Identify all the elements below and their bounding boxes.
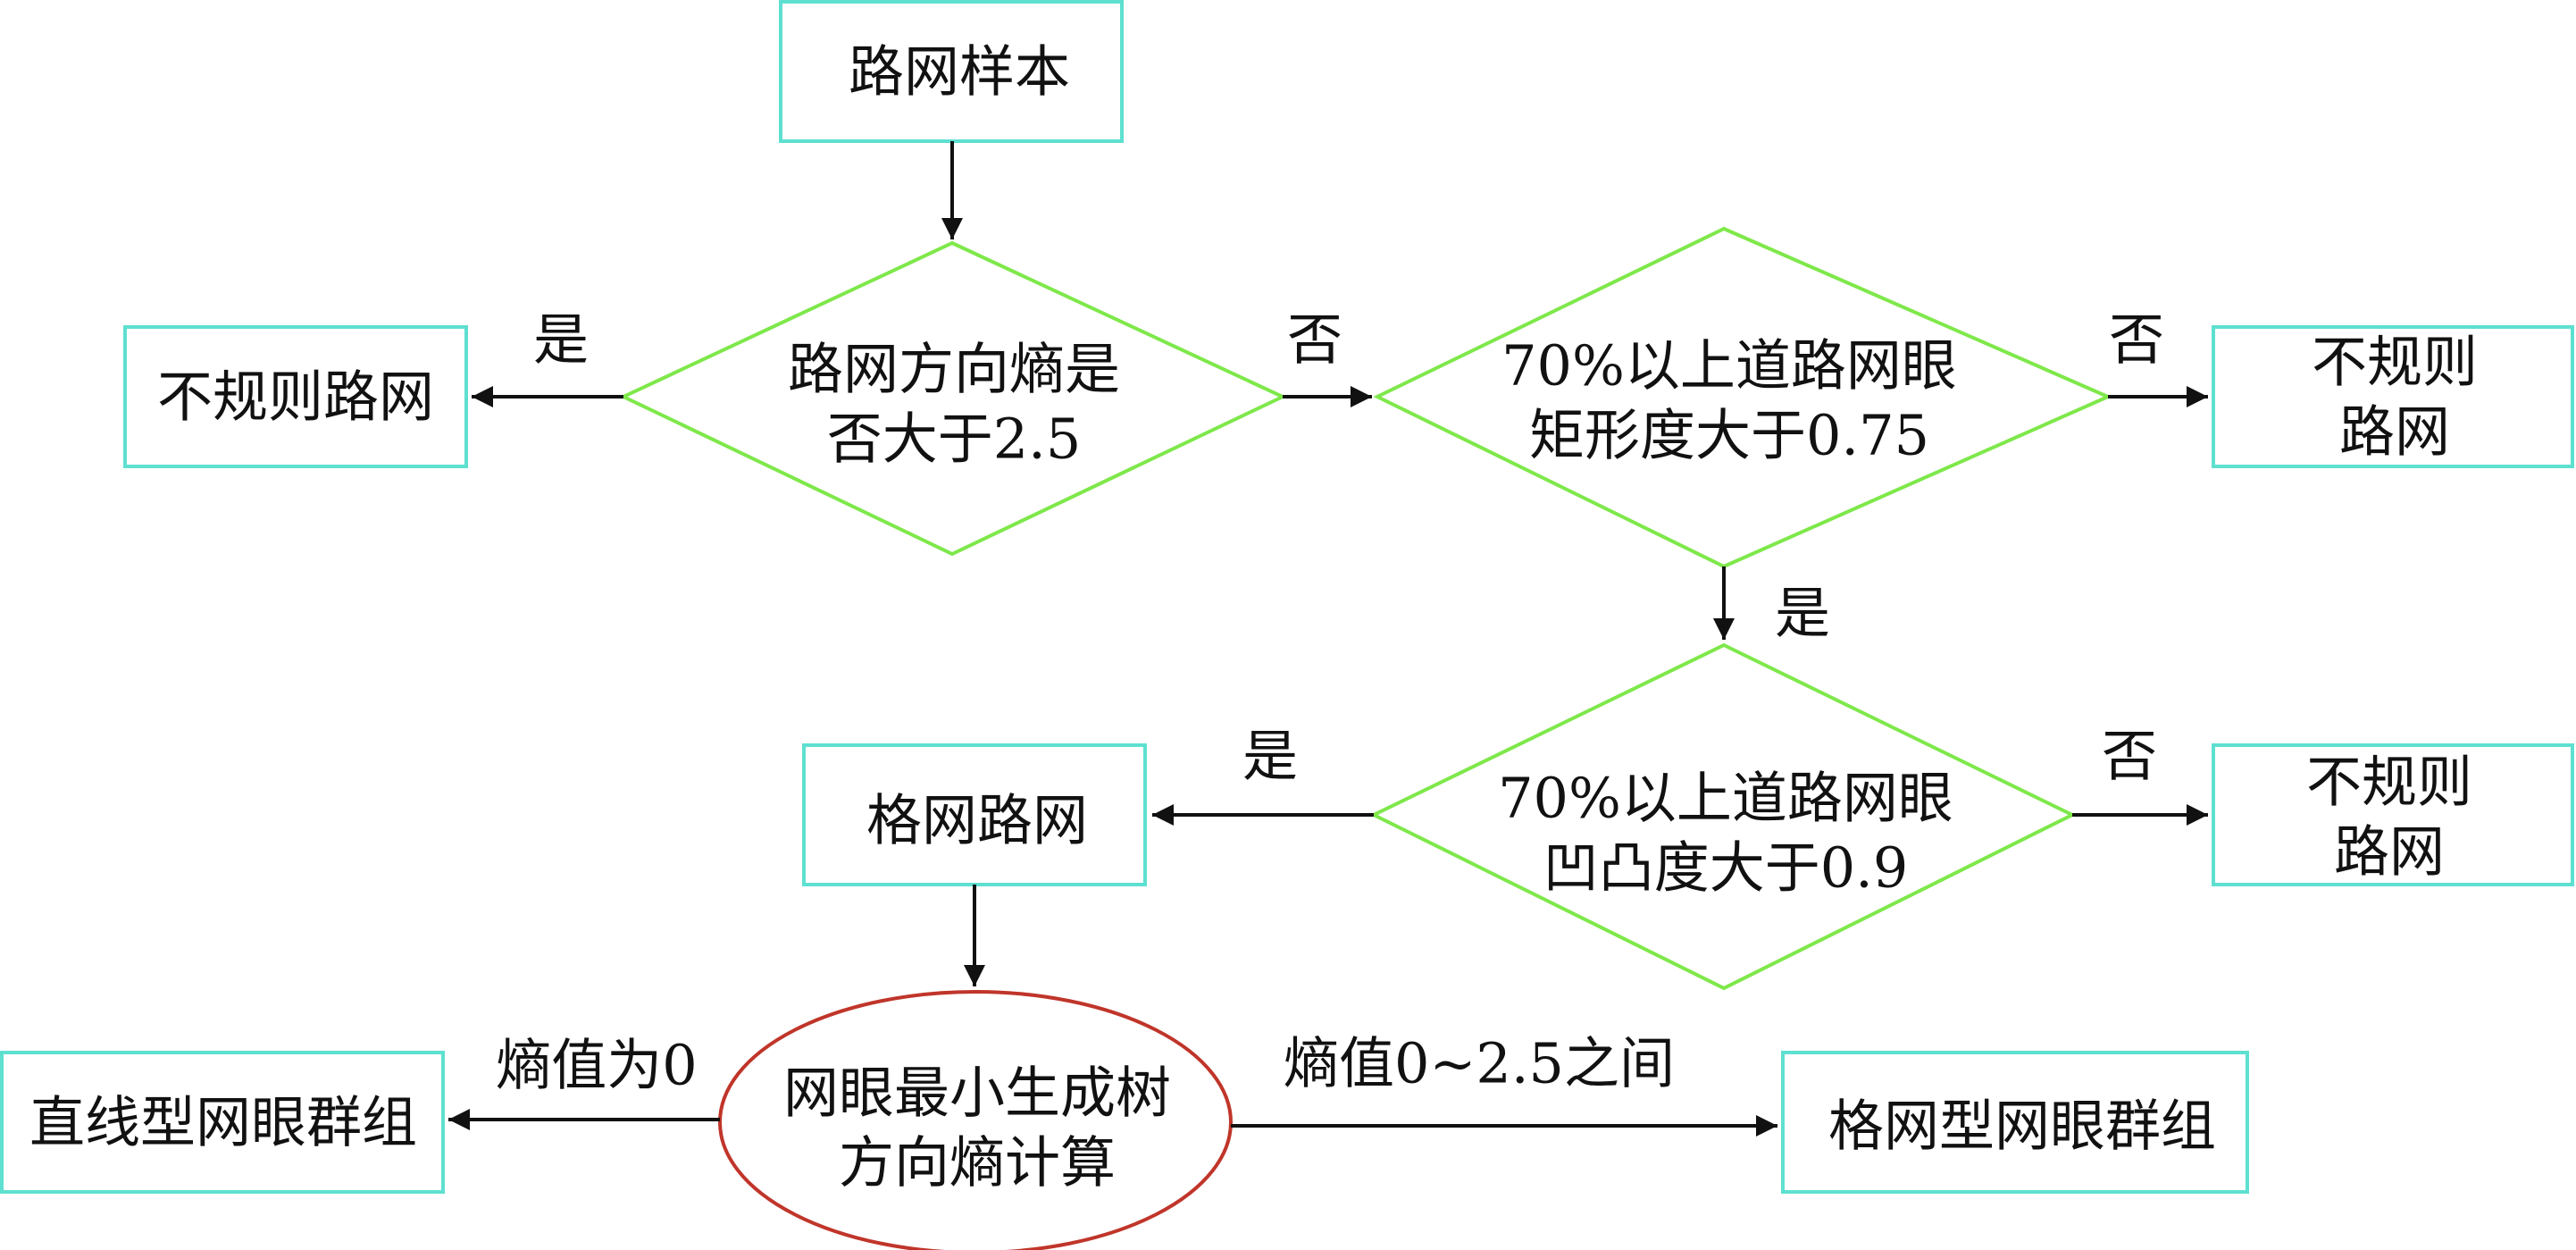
entropy-decision-diamond <box>619 240 1287 557</box>
irregular-label-left: 不规则路网 <box>156 364 435 430</box>
edge-label-no-1: 否 <box>1286 306 1343 373</box>
start-box <box>779 0 1124 143</box>
entropy-decision-label: 路网方向熵是 否大于2.5 <box>787 336 1121 472</box>
edge-label-yes-1: 是 <box>532 306 590 373</box>
irregular-label-right-top: 不规则路网 <box>2311 329 2478 465</box>
mst-entropy-label: 网眼最小生成树 方向熵计算 <box>782 1060 1172 1195</box>
start-label: 路网样本 <box>848 38 1071 105</box>
convex-decision-diamond <box>1369 642 2077 991</box>
edge-label-yes-2: 是 <box>1774 580 1831 646</box>
edge-label-no-3: 否 <box>2101 723 2158 789</box>
edge-label-entropy-zero: 熵值为0 <box>496 1032 698 1098</box>
edge-label-no-2: 否 <box>2108 306 2165 373</box>
irregular-label-right-bottom: 不规则路网 <box>2305 749 2472 885</box>
edge-label-yes-3: 是 <box>1242 723 1299 789</box>
linear-group-box <box>0 1051 445 1194</box>
linear-group-label: 直线型网眼群组 <box>29 1089 418 1155</box>
grid-network-box <box>802 743 1147 886</box>
rect-decision-label: 70%以上道路网眼 矩形度大于0.75 <box>1501 332 1957 468</box>
grid-network-label: 格网路网 <box>866 787 1089 853</box>
grid-group-box <box>1781 1051 2249 1194</box>
convex-decision-label: 70%以上道路网眼 凹凸度大于0.9 <box>1498 765 1953 901</box>
edge-label-entropy-range: 熵值0~2.5之间 <box>1284 1030 1675 1096</box>
irregular-box-right-top <box>2212 325 2574 468</box>
mst-entropy-ellipse <box>718 990 1233 1250</box>
grid-group-label: 格网型网眼群组 <box>1827 1093 2217 1159</box>
irregular-box-right-bottom <box>2212 743 2574 886</box>
irregular-box-left <box>123 325 468 468</box>
